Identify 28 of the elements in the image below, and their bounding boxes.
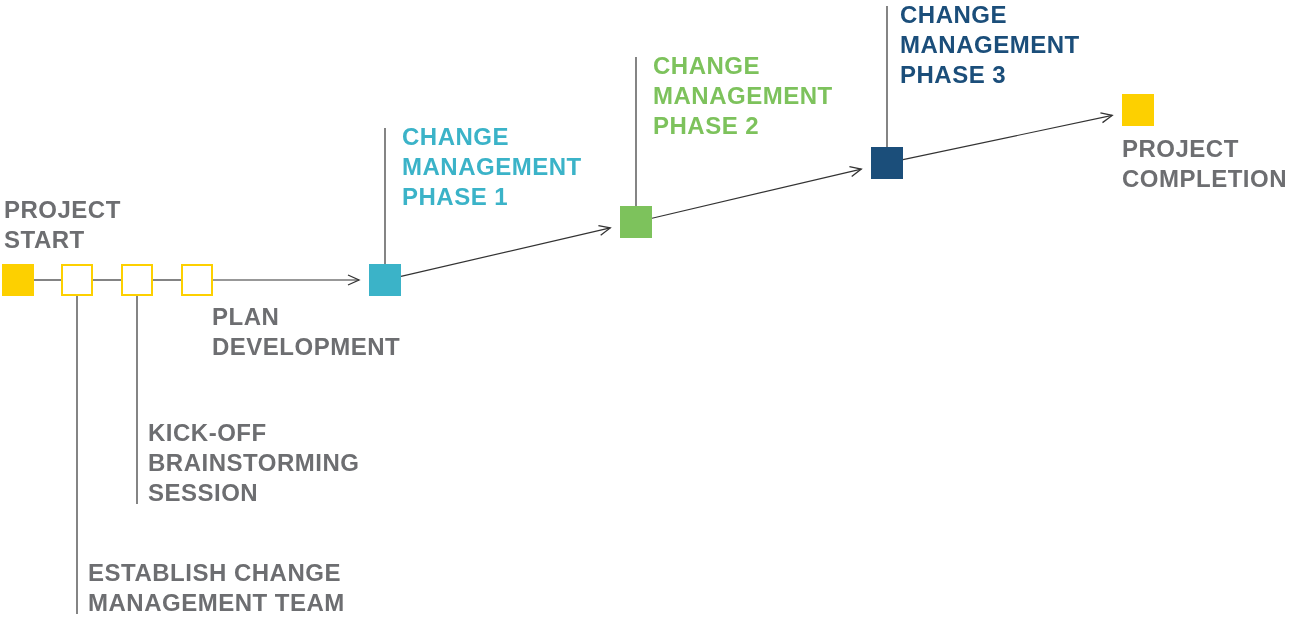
arrow (400, 224, 611, 277)
arrow (902, 112, 1113, 161)
milestone-label: CHANGE MANAGEMENT PHASE 3 (900, 0, 1120, 90)
connector-line (92, 279, 122, 281)
leader-line (886, 5, 888, 148)
milestone-caption: PROJECT COMPLETION (1122, 134, 1288, 194)
leader-line (76, 295, 78, 615)
connector-line (152, 279, 182, 281)
milestone-square (1122, 94, 1154, 126)
milestone-label: ESTABLISH CHANGE MANAGEMENT TEAM (88, 558, 388, 618)
milestone-square (871, 147, 903, 179)
milestone-square (121, 264, 153, 296)
milestone-label: CHANGE MANAGEMENT PHASE 1 (402, 122, 622, 212)
milestone-square (369, 264, 401, 296)
milestone-caption: PLAN DEVELOPMENT (212, 302, 402, 362)
milestone-label: CHANGE MANAGEMENT PHASE 2 (653, 51, 873, 141)
milestone-caption: PROJECT START (4, 195, 122, 255)
milestone-square (620, 206, 652, 238)
milestone-label: KICK-OFF BRAINSTORMING SESSION (148, 418, 408, 508)
leader-line (635, 56, 637, 207)
leader-line (136, 295, 138, 505)
arrow (651, 166, 862, 219)
leader-line (384, 127, 386, 265)
connector-line (33, 279, 62, 281)
milestone-square (181, 264, 213, 296)
milestone-square (61, 264, 93, 296)
milestone-square (2, 264, 34, 296)
arrow (212, 274, 360, 286)
